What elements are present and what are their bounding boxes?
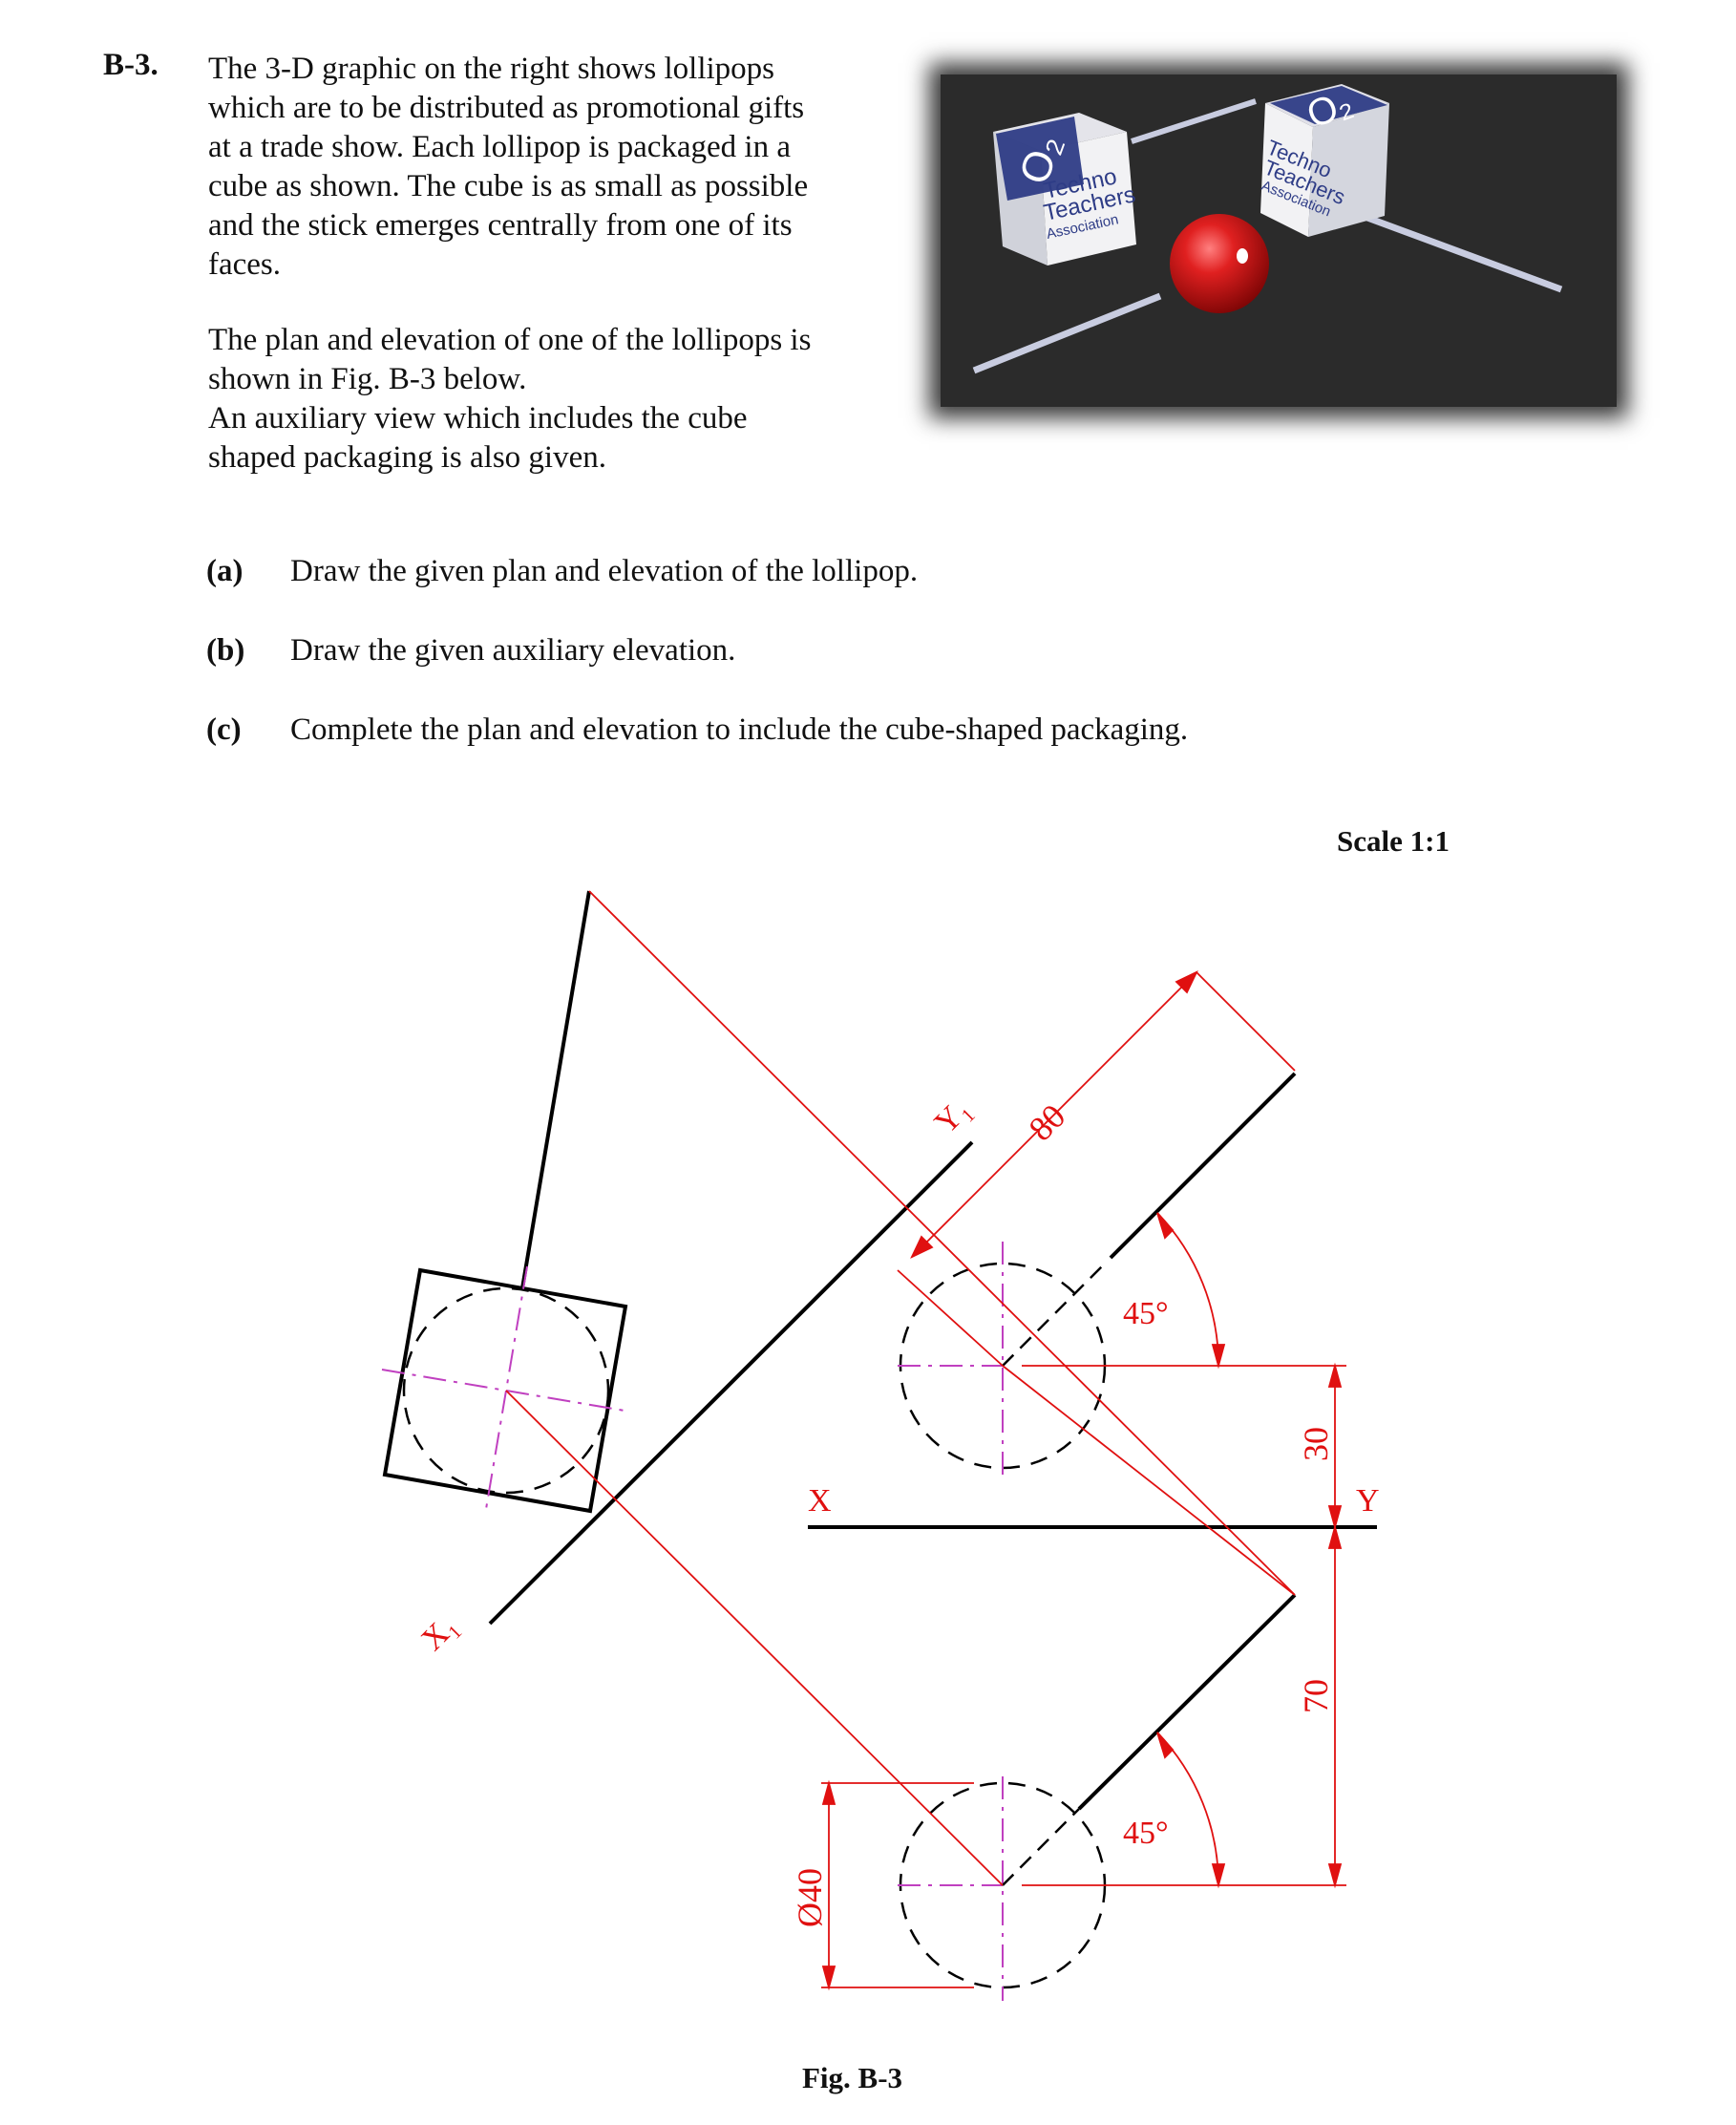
stick-left-back [1131, 98, 1257, 144]
y1-label: Y₁ [928, 1092, 978, 1141]
part-a: (a) Draw the given plan and elevation of … [206, 554, 918, 589]
auxiliary-stick [520, 890, 591, 1289]
figure-caption: Fig. B-3 [802, 2061, 903, 2094]
intro-line: at a trade show. Each lollipop is packag… [208, 130, 791, 164]
projector-lines [505, 890, 1296, 1886]
intro-line: The 3-D graphic on the right shows lolli… [208, 52, 775, 86]
intro-line: faces. [208, 247, 282, 282]
views-line: shown in Fig. B-3 below. [208, 362, 527, 396]
projector-top [588, 890, 1296, 1596]
cube-right: O₂ Techno Teachers Association [1260, 82, 1389, 237]
part-a-label: (a) [206, 554, 243, 588]
intro-line: which are to be distributed as promotion… [208, 91, 805, 125]
dim-80 [897, 970, 1296, 1367]
elevation-stick [1109, 1072, 1297, 1260]
views-line: An auxiliary view which includes the cub… [208, 401, 748, 436]
dim-vertical [1022, 1362, 1346, 1889]
part-a-text: Draw the given plan and elevation of the… [290, 554, 919, 588]
lollipop-ball [1170, 214, 1269, 313]
elevation-stick-hidden [1002, 1260, 1109, 1367]
stick-front [972, 292, 1162, 374]
part-c: (c) Complete the plan and elevation to in… [206, 712, 1188, 748]
lollipop-render: O₂ Techno Teachers Association O₂ Techno… [972, 82, 1563, 374]
cube-left: O₂ Techno Teachers Association [993, 113, 1138, 266]
stick-right [1340, 204, 1563, 293]
dim-dia-text: Ø40 [791, 1868, 829, 1927]
dim-diameter [821, 1779, 974, 1991]
plan-view [898, 1593, 1297, 2001]
auxiliary-view [381, 890, 631, 1516]
part-b-text: Draw the given auxiliary elevation. [290, 633, 736, 668]
dim-70-text: 70 [1297, 1679, 1335, 1713]
y-label: Y [1356, 1483, 1380, 1519]
part-b-label: (b) [206, 633, 245, 668]
views-line: shaped packaging is also given. [208, 440, 606, 475]
angle-arcs [1156, 1212, 1226, 1889]
part-c-label: (c) [206, 712, 242, 747]
plan-stick [1077, 1593, 1297, 1811]
dim-80-line [911, 971, 1197, 1258]
angle-bottom-text: 45° [1123, 1816, 1169, 1851]
lollipop-3d-graphic: O₂ Techno Teachers Association O₂ Techno… [941, 74, 1617, 407]
scale-label: Scale 1:1 [1337, 824, 1450, 858]
x-label: X [808, 1483, 832, 1519]
part-b: (b) Draw the given auxiliary elevation. [206, 633, 735, 669]
x1y1-line [488, 1140, 974, 1626]
x1-label: X₁ [414, 1608, 464, 1658]
angle-top-text: 45° [1123, 1296, 1169, 1331]
ball-highlight [1237, 248, 1248, 264]
projector-from-plan [505, 1390, 1004, 1886]
intro-line: and the stick emerges centrally from one… [208, 208, 793, 243]
intro-paragraph: The 3-D graphic on the right shows lolli… [208, 50, 896, 285]
question-number: B-3. [103, 48, 159, 82]
part-c-text: Complete the plan and elevation to inclu… [290, 712, 1189, 747]
auxiliary-cube [382, 1267, 628, 1514]
views-line: The plan and elevation of one of the lol… [208, 323, 812, 357]
intro-line: cube as shown. The cube is as small as p… [208, 169, 809, 203]
views-paragraph: The plan and elevation of one of the lol… [208, 321, 896, 478]
dim-30-text: 30 [1297, 1427, 1335, 1461]
auxiliary-ball [402, 1286, 610, 1495]
plan-stick-hidden [1002, 1808, 1080, 1886]
projector-from-elevation [1002, 1365, 1296, 1596]
